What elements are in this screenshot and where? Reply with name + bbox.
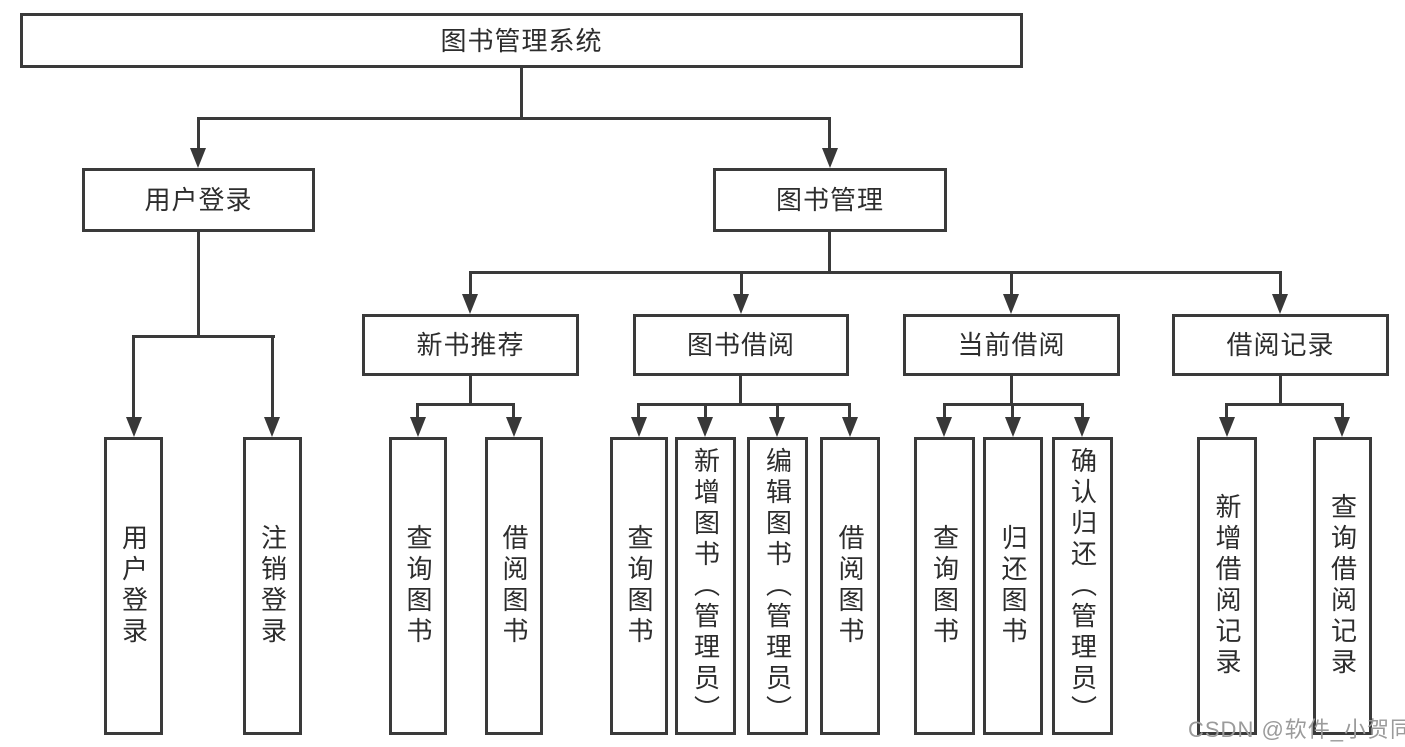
node-add-borrow-record: 新增借阅记录 [1197, 437, 1257, 735]
arrow-down-icon [697, 417, 713, 437]
connector-line [704, 403, 707, 419]
node-label: 确认归还（管理员） [1067, 446, 1098, 726]
node-label: 借阅记录 [1226, 330, 1335, 360]
node-label: 归还图书 [998, 524, 1028, 648]
connector-line [416, 403, 419, 419]
connector-line [1011, 403, 1014, 419]
node-label: 注销登录 [257, 524, 288, 648]
node-book-management: 图书管理 [713, 168, 947, 232]
connector-line [848, 403, 851, 419]
connector-line [197, 229, 200, 338]
connector-line [271, 335, 274, 419]
connector-line [828, 117, 831, 150]
arrow-down-icon [264, 417, 280, 437]
node-book-borrowing: 图书借阅 [633, 314, 849, 376]
connector-line [637, 403, 851, 406]
connector-line [469, 271, 472, 296]
node-add-books-admin: 新增图书（管理员） [675, 437, 736, 735]
node-label: 借阅图书 [499, 524, 529, 648]
arrow-down-icon [462, 294, 478, 314]
connector-line [1279, 373, 1282, 406]
node-label: 查询图书 [624, 524, 654, 648]
arrow-down-icon [1334, 417, 1350, 437]
arrow-down-icon [1005, 417, 1021, 437]
node-label: 编辑图书（管理员） [762, 446, 793, 726]
node-borrow-books-borrowing: 借阅图书 [820, 437, 880, 735]
arrow-down-icon [936, 417, 952, 437]
node-label: 用户登录 [118, 524, 149, 648]
connector-line [1081, 403, 1084, 419]
arrow-down-icon [842, 417, 858, 437]
arrow-down-icon [126, 417, 142, 437]
arrow-down-icon [1272, 294, 1288, 314]
node-label: 图书管理系统 [440, 25, 603, 56]
connector-line [1225, 403, 1344, 406]
connector-line [132, 335, 275, 338]
connector-line [739, 373, 742, 406]
node-logout: 注销登录 [243, 437, 302, 735]
node-label: 用户登录 [144, 185, 253, 215]
connector-line [520, 65, 523, 120]
node-new-book-recommendation: 新书推荐 [362, 314, 579, 376]
node-label: 查询图书 [929, 524, 960, 648]
node-label: 图书借阅 [686, 330, 795, 360]
connector-line [1225, 403, 1228, 419]
arrow-down-icon [1074, 417, 1090, 437]
node-query-books-borrowing: 查询图书 [610, 437, 668, 735]
connector-line [1341, 403, 1344, 419]
node-return-books: 归还图书 [983, 437, 1043, 735]
connector-line [637, 403, 640, 419]
connector-line [828, 229, 831, 274]
node-user-login: 用户登录 [82, 168, 315, 232]
arrow-down-icon [506, 417, 522, 437]
node-user-login-leaf: 用户登录 [104, 437, 163, 735]
arrow-down-icon [190, 148, 206, 168]
arrow-down-icon [1219, 417, 1235, 437]
node-edit-books-admin: 编辑图书（管理员） [747, 437, 808, 735]
node-library-management-system: 图书管理系统 [20, 13, 1023, 68]
arrow-down-icon [733, 294, 749, 314]
node-label: 新增借阅记录 [1212, 493, 1242, 679]
connector-line [776, 403, 779, 419]
arrow-down-icon [410, 417, 426, 437]
connector-line [132, 335, 135, 419]
connector-line [416, 403, 515, 406]
node-query-borrow-record: 查询借阅记录 [1313, 437, 1372, 735]
arrow-down-icon [631, 417, 647, 437]
connector-line [469, 373, 472, 406]
connector-line [512, 403, 515, 419]
node-label: 新增图书（管理员） [690, 446, 721, 726]
node-borrowing-records: 借阅记录 [1172, 314, 1389, 376]
node-confirm-return-admin: 确认归还（管理员） [1052, 437, 1113, 735]
node-current-borrowing: 当前借阅 [903, 314, 1120, 376]
node-label: 新书推荐 [416, 330, 525, 360]
node-label: 查询借阅记录 [1327, 493, 1358, 679]
node-borrow-books-recommend: 借阅图书 [485, 437, 543, 735]
node-label: 图书管理 [775, 185, 884, 215]
connector-line [197, 117, 200, 150]
connector-line [197, 117, 831, 120]
connector-line [943, 403, 946, 419]
connector-line [1279, 271, 1282, 296]
connector-line [469, 271, 1282, 274]
connector-line [1010, 373, 1013, 406]
arrow-down-icon [822, 148, 838, 168]
node-label: 当前借阅 [957, 330, 1066, 360]
node-query-books-current: 查询图书 [914, 437, 975, 735]
arrow-down-icon [1003, 294, 1019, 314]
csdn-watermark: CSDN @软件_小贺同学 [1188, 717, 1405, 742]
node-query-books-recommend: 查询图书 [389, 437, 447, 735]
connector-line [740, 271, 743, 296]
node-label: 查询图书 [403, 524, 433, 648]
node-label: 借阅图书 [835, 524, 865, 648]
connector-line [1010, 271, 1013, 296]
arrow-down-icon [769, 417, 785, 437]
